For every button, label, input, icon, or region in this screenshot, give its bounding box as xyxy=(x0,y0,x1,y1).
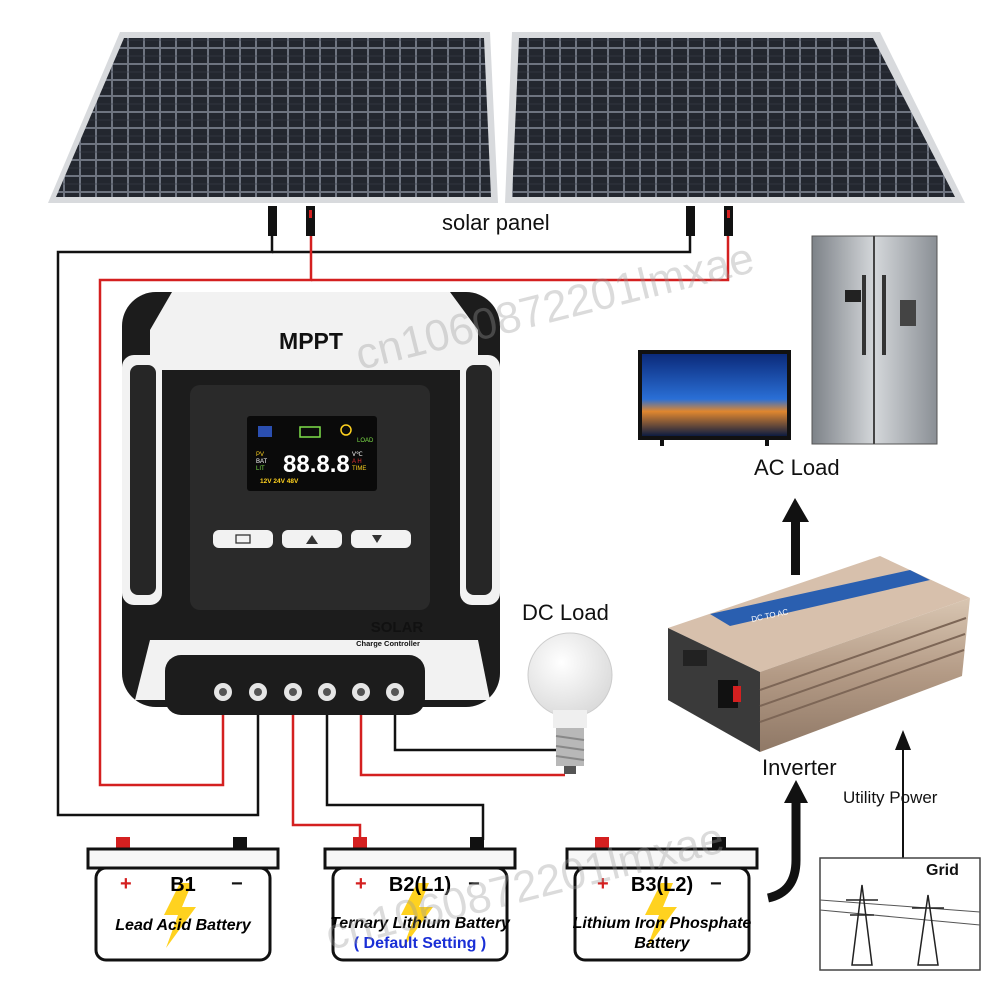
battery-b3 xyxy=(565,837,759,962)
battery-b1 xyxy=(86,837,280,962)
battery-icon xyxy=(235,534,251,544)
lcd-voltages: 12V 24V 48V xyxy=(260,478,299,485)
utility-power-label: Utility Power xyxy=(843,788,938,807)
dc-load-label: DC Load xyxy=(522,600,609,625)
controller-brand: MPPT xyxy=(279,328,343,354)
lcd-right-3: TIME xyxy=(352,466,366,472)
refrigerator-icon xyxy=(811,235,938,445)
light-bulb-icon xyxy=(527,632,613,774)
lcd-load: LOAD xyxy=(357,438,374,444)
b3-name: Lithium Iron Phosphate xyxy=(573,915,752,932)
lcd-right-1: V℃ xyxy=(352,452,363,458)
inverter-icon: DC TO AC xyxy=(668,556,970,752)
panel-connectors xyxy=(268,206,733,236)
tv-icon xyxy=(638,350,791,446)
arrow-up-utility-icon xyxy=(895,730,911,860)
lightning-icon xyxy=(164,883,196,948)
solar-panel-label: solar panel xyxy=(442,210,550,235)
arrow-batteries-to-inverter-icon xyxy=(766,780,808,903)
b3-title: B3(L2) xyxy=(631,874,693,896)
battery-icon xyxy=(299,426,321,438)
lcd-digits: 88.8.8 xyxy=(283,451,350,478)
b2-minus: − xyxy=(468,873,480,895)
b1-minus: − xyxy=(231,873,243,895)
solar-panel-left xyxy=(48,32,498,203)
lcd-right-2: A H xyxy=(352,459,362,465)
lcd-left-2: BAT xyxy=(256,459,268,465)
grid-label: Grid xyxy=(926,862,959,879)
b1-plus: + xyxy=(120,873,132,895)
b1-title: B1 xyxy=(170,874,196,896)
product-line2: Charge Controller xyxy=(356,639,420,648)
b1-name: Lead Acid Battery xyxy=(115,917,252,934)
down-button[interactable] xyxy=(351,530,411,548)
b2-name: Ternary Lithium Battery xyxy=(330,915,511,932)
lcd-left-1: PV xyxy=(256,452,264,458)
lcd-left-3: LIT xyxy=(256,466,265,472)
b2-plus: + xyxy=(355,873,367,895)
solar-panel-right xyxy=(505,32,965,203)
mppt-controller xyxy=(122,292,500,715)
ac-load-label: AC Load xyxy=(754,455,840,480)
triangle-down-icon xyxy=(372,535,382,543)
b2-note: ( Default Setting ) xyxy=(354,935,486,952)
inverter-label: Inverter xyxy=(762,755,837,780)
triangle-up-icon xyxy=(306,535,318,544)
battery-b2 xyxy=(323,837,517,962)
power-grid-icon xyxy=(819,857,981,971)
menu-button[interactable] xyxy=(213,530,273,548)
b3-plus: + xyxy=(597,873,609,895)
b2-title: B2(L1) xyxy=(389,874,451,896)
solar-cell-icon xyxy=(258,426,272,437)
lightning-icon xyxy=(401,883,433,948)
b3-note: Battery xyxy=(634,935,690,952)
controller-terminals xyxy=(214,683,404,701)
arrow-up-ac-icon xyxy=(782,498,809,575)
b3-minus: − xyxy=(710,873,722,895)
lightning-icon xyxy=(645,883,677,948)
product-line1: SOLAR xyxy=(371,619,424,636)
lcd-screen: LOAD PV BAT LIT 88.8.8 V℃ A H TIME 12V 2… xyxy=(247,416,377,491)
wiring xyxy=(56,236,730,840)
bulb-icon xyxy=(340,424,352,436)
controller-buttons xyxy=(213,530,411,548)
